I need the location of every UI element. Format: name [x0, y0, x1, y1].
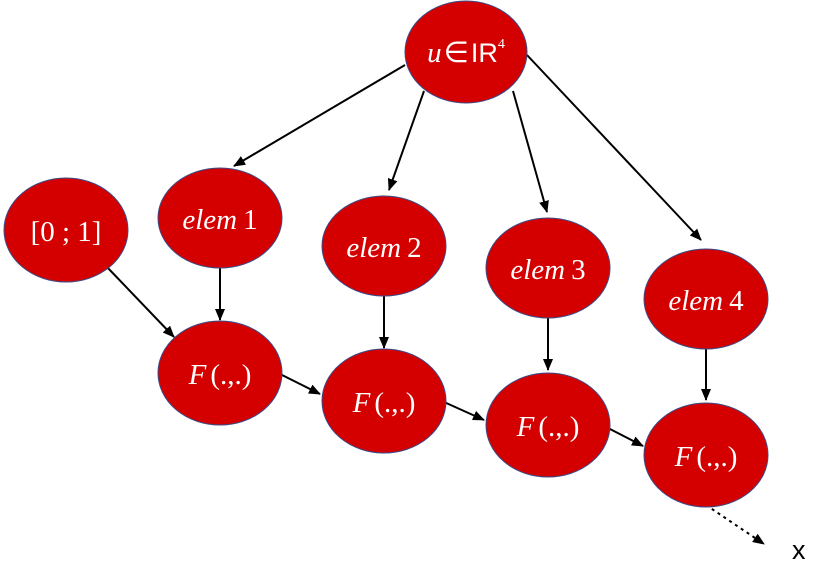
input-node: u∈IR4: [404, 0, 528, 104]
svg-text:F(.,.): F(.,.): [352, 387, 416, 419]
func-name: F: [188, 359, 207, 391]
edge-f1-to-f2: [279, 373, 321, 395]
func-args: (.,.): [538, 411, 579, 443]
input-var: u: [427, 37, 442, 69]
func-args: (.,.): [696, 441, 737, 473]
elem-name: elem: [510, 254, 565, 286]
elem-index: 1: [243, 204, 258, 236]
func-name: F: [516, 411, 535, 443]
func-name: F: [352, 387, 371, 419]
output-label: x: [792, 535, 806, 565]
input-exponent: 4: [498, 37, 505, 52]
interval-label: [0 ; 1]: [31, 216, 102, 248]
function-node-2: F(.,.): [321, 348, 447, 454]
function-node-3: F(.,.): [485, 372, 611, 478]
function-node-4: F(.,.): [643, 402, 769, 508]
func-args: (.,.): [374, 387, 415, 419]
edge-f2-to-f3: [443, 401, 485, 421]
svg-text:u∈IR4: u∈IR4: [427, 35, 505, 69]
edge-u-to-elem1: [233, 64, 406, 167]
elem-index: 4: [729, 285, 744, 317]
edge-f3-to-f4: [607, 427, 644, 447]
func-name: F: [674, 441, 693, 473]
interval-node: [0 ; 1]: [3, 177, 129, 283]
edges: [105, 54, 765, 545]
svg-text:F(.,.): F(.,.): [516, 411, 580, 443]
elem-index: 3: [571, 254, 586, 286]
svg-text:F(.,.): F(.,.): [674, 441, 738, 473]
edge-u-to-elem4: [526, 54, 702, 241]
svg-text:F(.,.): F(.,.): [188, 359, 252, 391]
edge-u-to-elem2: [387, 90, 425, 191]
elem-name: elem: [668, 285, 723, 317]
member-of-symbol: ∈: [444, 35, 469, 69]
func-args: (.,.): [210, 359, 251, 391]
input-set: IR: [471, 38, 498, 68]
elem-index: 2: [407, 232, 422, 264]
elem-name: elem: [346, 232, 401, 264]
function-node-1: F(.,.): [157, 320, 283, 426]
edge-f4-to-output: [705, 504, 765, 545]
elem-name: elem: [182, 204, 237, 236]
edge-u-to-elem3: [512, 90, 549, 213]
edge-interval-to-f1: [105, 265, 175, 338]
